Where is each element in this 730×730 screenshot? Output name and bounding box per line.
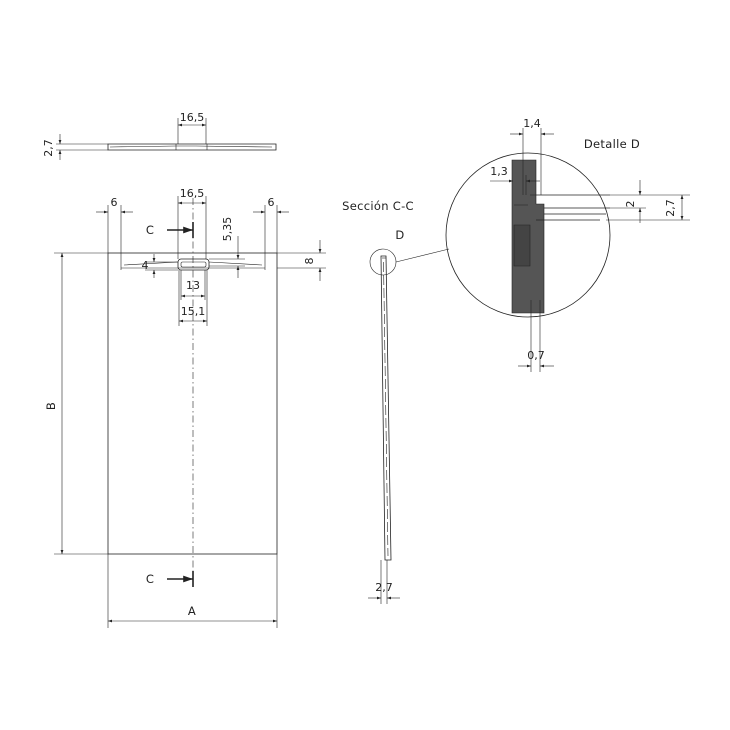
dim-depth: 5,35 bbox=[221, 217, 234, 242]
detail-d-circle bbox=[369, 248, 397, 276]
dim-section-thickness: 2,7 bbox=[375, 581, 393, 594]
dim-length: B bbox=[44, 402, 58, 410]
section-view: Sección C-C D 2,7 bbox=[342, 199, 450, 604]
section-title: Sección C-C bbox=[342, 199, 414, 213]
detail-title: Detalle D bbox=[584, 137, 640, 151]
detail-mark: D bbox=[395, 228, 404, 242]
top-edge-view: 16,5 2,7 bbox=[42, 111, 277, 160]
detail-view: Detalle D 1,4 1,3 2 2,7 bbox=[445, 117, 690, 372]
dim-detail-14: 1,4 bbox=[523, 117, 541, 130]
dim-drain-width: 16,5 bbox=[180, 187, 205, 200]
dim-detail-13: 1,3 bbox=[490, 165, 508, 178]
dim-slot: 4 bbox=[142, 259, 149, 272]
dim-top-thickness: 2,7 bbox=[42, 139, 55, 157]
dim-detail-2: 2 bbox=[624, 201, 637, 208]
plan-view: 6 16,5 6 5,35 4 8 13 bbox=[44, 187, 326, 628]
dim-inner-13: 13 bbox=[186, 279, 200, 292]
dim-inner-151: 15,1 bbox=[181, 305, 206, 318]
section-mark-top: C bbox=[146, 223, 154, 237]
tray-outline bbox=[107, 252, 278, 555]
drain-grate bbox=[177, 258, 210, 271]
detail-circle bbox=[445, 152, 611, 318]
dim-top-drain-width: 16,5 bbox=[180, 111, 205, 124]
dim-width: A bbox=[188, 604, 196, 618]
section-mark-bottom: C bbox=[146, 572, 154, 586]
dim-detail-07: 0,7 bbox=[527, 349, 545, 362]
dim-offset: 8 bbox=[303, 258, 316, 265]
dim-right-margin: 6 bbox=[268, 196, 275, 209]
dim-left-margin: 6 bbox=[111, 196, 118, 209]
dim-detail-27: 2,7 bbox=[664, 199, 677, 217]
